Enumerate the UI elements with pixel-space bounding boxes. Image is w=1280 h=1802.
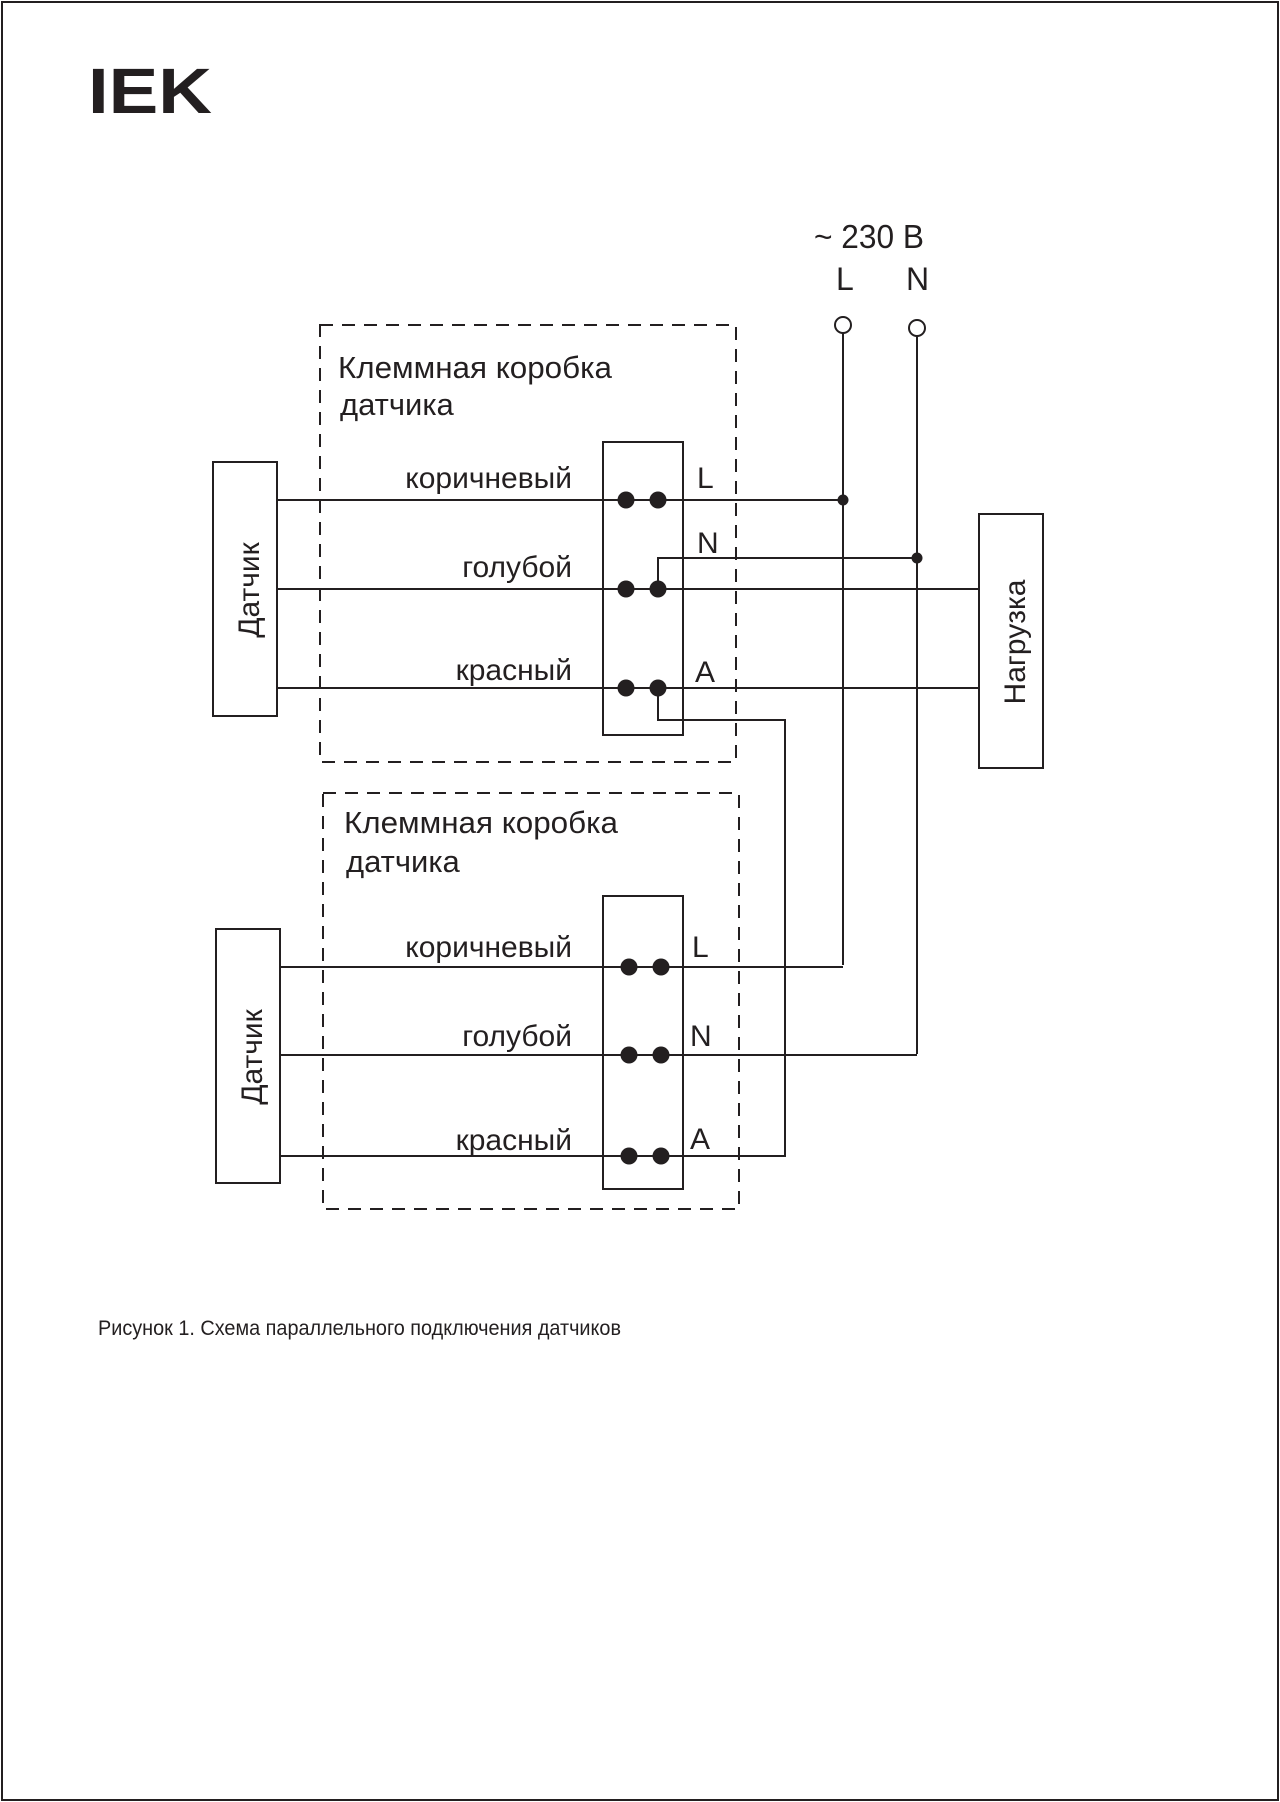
supply-neutral-terminal: [908, 319, 926, 337]
junction-box-2-title-line1: Клеммная коробка: [344, 805, 619, 840]
junction-box-2: [322, 792, 740, 1210]
load-label: Нагрузка: [999, 579, 1032, 704]
box-1-wire-blue-label: голубой: [462, 551, 572, 584]
box-1-neutral-jumper: [657, 557, 917, 589]
sensor-2-label: Датчик: [236, 1008, 269, 1104]
terminal-block-2: [602, 895, 684, 1190]
junction-box-1-title-line1: Клеммная коробка: [338, 350, 613, 385]
supply-voltage-label: ~ 230 В: [814, 218, 924, 255]
neutral-junction-node: [911, 552, 923, 564]
box-2-wire-brown-label: коричневый: [405, 931, 572, 964]
box-1-terminal-l-label: L: [697, 462, 714, 495]
sensor-1-label: Датчик: [233, 541, 266, 637]
sensor-2: [215, 928, 281, 1184]
logo-text: IEK: [88, 55, 212, 127]
figure-caption: Рисунок 1. Схема параллельного подключен…: [98, 1317, 621, 1340]
junction-box-1-title-line2: датчика: [340, 387, 455, 422]
box-2-wire-red-label: красный: [456, 1124, 572, 1157]
load-box: [978, 513, 1044, 769]
supply-neutral-label: N: [906, 261, 929, 297]
junction-box-1: [319, 324, 737, 763]
box-2-terminal-l-label: L: [692, 931, 709, 964]
junction-box-2-title-line2: датчика: [346, 844, 461, 879]
box-2-terminal-n-label: N: [690, 1020, 712, 1053]
box-1-terminal-a-label: A: [695, 656, 715, 689]
iek-logo: IEK: [88, 55, 212, 127]
sensor-1: [212, 461, 278, 717]
box-1-wire-red-label: красный: [456, 654, 572, 687]
box-1-wire-brown-label: коричневый: [405, 462, 572, 495]
line-junction-node: [837, 494, 849, 506]
supply-line-terminal: [834, 316, 852, 334]
box-2-terminal-a-label: A: [690, 1123, 710, 1156]
box-1-terminal-n-label: N: [697, 527, 719, 560]
box-2-wire-blue-label: голубой: [462, 1020, 572, 1053]
supply-line-label: L: [836, 261, 854, 297]
